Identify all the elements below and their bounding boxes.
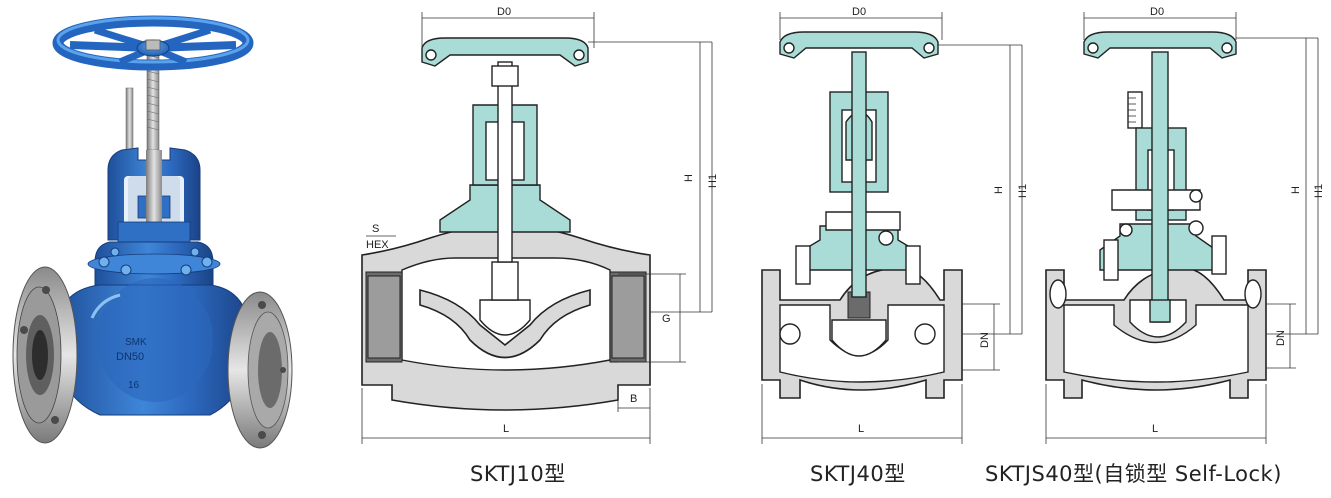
sktj10-wheel-nut (491, 65, 519, 87)
casting-mark-size: DN50 (116, 351, 144, 363)
sktjs40-dim-dn: DN (1275, 330, 1287, 346)
yoke (107, 147, 201, 243)
sktj40-dim-h1: H1 (1017, 184, 1029, 198)
sktjs40-passage (1063, 304, 1249, 383)
sktj10-dim-h1: H1 (707, 174, 719, 188)
sktj10-stem (497, 61, 513, 263)
sktj40-dim-dn: DN (979, 332, 991, 348)
sktj40-stem (851, 51, 867, 298)
caption-sktj10: SKTJ10型 (470, 462, 566, 486)
drawing-sktj40: D0 H H1 DN L (761, 6, 1029, 444)
sktjs40-left-hole (1049, 279, 1067, 309)
sktjs40-dim-h1: H1 (1313, 184, 1325, 198)
sktj40-left-hole (779, 323, 801, 345)
sktj10-left-thread (367, 275, 401, 359)
sktjs40-right-hole (1244, 279, 1262, 309)
sktj10-dim-b: B (630, 393, 637, 405)
sktj40-left-bolt (795, 245, 811, 285)
sktjs40-scale-ticks (1128, 97, 1136, 123)
sktj40-right-hole (914, 323, 936, 345)
sktj10-disc (479, 299, 531, 336)
product-photo: SMK DN50 16 (12, 15, 293, 449)
drawing-sktj10: D0 H H1 G B L S HEX (361, 6, 719, 444)
caption-sktj40: SKTJ40型 (810, 462, 906, 486)
sktj10-dim-hex: HEX (366, 239, 389, 251)
sktj10-dim-l: L (503, 423, 509, 435)
casting-mark-brand: SMK (125, 337, 147, 348)
drawing-sktjs40: D0 H H1 DN L (1045, 6, 1325, 444)
sktj10-dim-s: S (372, 223, 379, 235)
sktj40-dim-l: L (858, 423, 864, 435)
left-flange (12, 266, 78, 444)
valve-body (54, 278, 251, 416)
casting-mark-pressure: 16 (128, 380, 140, 391)
caption-sktjs40: SKTJS40型(自锁型 Self-Lock) (985, 462, 1282, 486)
sktj10-right-thread (611, 275, 645, 359)
sktj10-handwheel (421, 37, 589, 67)
sktj10-dim-d0: D0 (497, 6, 511, 18)
sktjs40-dim-h: H (1290, 186, 1302, 194)
sktj10-disc-nut (491, 261, 519, 301)
sktj40-handwheel (779, 31, 939, 59)
sktjs40-handwheel (1083, 31, 1237, 59)
sktj10-partition (419, 288, 591, 359)
sktj10-dim-g: G (662, 313, 671, 325)
sktjs40-dim-l: L (1152, 423, 1158, 435)
bonnet (87, 241, 221, 286)
sktjs40-stem (1151, 51, 1169, 323)
sktj40-dim-d0: D0 (852, 6, 866, 18)
sktj40-right-bolt (905, 245, 921, 285)
sktj40-dim-h: H (993, 186, 1005, 194)
sktj10-dim-h: H (683, 174, 695, 182)
right-flange (227, 291, 293, 449)
sktjs40-dim-d0: D0 (1150, 6, 1164, 18)
sktj40-disc (831, 319, 887, 357)
handwheel (52, 15, 254, 71)
